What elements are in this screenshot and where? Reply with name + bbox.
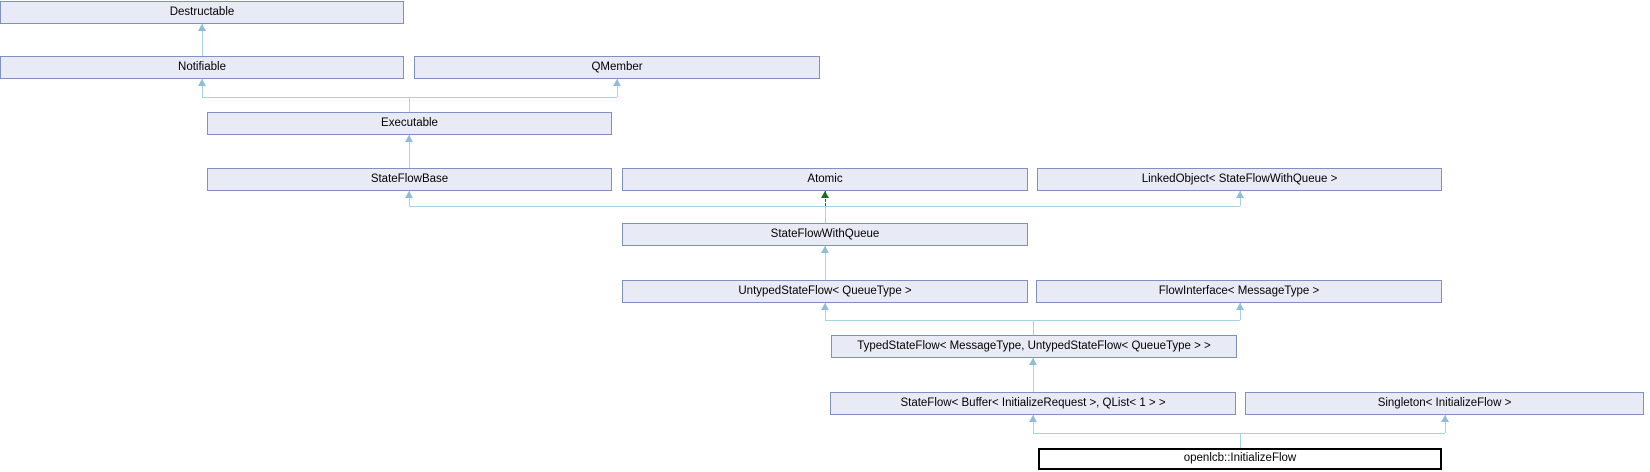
edge-segment	[1033, 320, 1034, 335]
inheritance-arrowhead	[1029, 358, 1037, 365]
edge-segment	[617, 79, 618, 97]
edge-segment	[409, 206, 825, 207]
class-node-flowinterface[interactable]: FlowInterface< MessageType >	[1036, 280, 1442, 303]
inheritance-arrowhead	[1029, 415, 1037, 422]
edge-segment	[1240, 433, 1445, 434]
class-node-openlcb-initializeflow: openlcb::InitializeFlow	[1038, 448, 1442, 470]
class-node-atomic[interactable]: Atomic	[622, 168, 1028, 191]
inheritance-arrowhead	[198, 79, 206, 86]
class-node-qmember[interactable]: QMember	[414, 56, 820, 79]
class-node-stateflowwithqueue[interactable]: StateFlowWithQueue	[622, 223, 1028, 246]
class-node-typedstateflow[interactable]: TypedStateFlow< MessageType, UntypedStat…	[831, 335, 1237, 358]
edge-segment	[825, 320, 1033, 321]
edge-segment	[409, 135, 410, 168]
edge-segment	[409, 97, 410, 112]
class-node-destructable[interactable]: Destructable	[0, 1, 404, 24]
inheritance-arrowhead	[821, 191, 829, 198]
edge-segment	[1240, 191, 1241, 206]
inheritance-arrowhead	[405, 135, 413, 142]
class-node-singleton[interactable]: Singleton< InitializeFlow >	[1245, 392, 1644, 415]
edge-segment	[202, 24, 203, 56]
inheritance-arrowhead	[821, 303, 829, 310]
edge-segment	[1033, 415, 1034, 433]
edge-segment	[1033, 358, 1034, 392]
inheritance-arrowhead	[613, 79, 621, 86]
inheritance-arrowhead	[821, 246, 829, 253]
edge-segment	[825, 206, 826, 223]
class-node-stateflow[interactable]: StateFlow< Buffer< InitializeRequest >, …	[830, 392, 1236, 415]
edge-segment	[825, 191, 826, 206]
inheritance-arrowhead	[405, 191, 413, 198]
edge-segment	[1033, 320, 1240, 321]
inheritance-arrowhead	[1236, 191, 1244, 198]
edge-segment	[825, 206, 1240, 207]
edge-segment	[202, 97, 409, 98]
class-node-linkedobject[interactable]: LinkedObject< StateFlowWithQueue >	[1037, 168, 1442, 191]
class-node-executable[interactable]: Executable	[207, 112, 612, 135]
class-node-stateflowbase[interactable]: StateFlowBase	[207, 168, 612, 191]
edge-segment	[825, 303, 826, 320]
edge-segment	[409, 97, 617, 98]
class-node-untypedstateflow[interactable]: UntypedStateFlow< QueueType >	[622, 280, 1028, 303]
class-node-notifiable[interactable]: Notifiable	[0, 56, 404, 79]
inheritance-arrowhead	[1441, 415, 1449, 422]
edge-segment	[825, 246, 826, 280]
inheritance-arrowhead	[1236, 303, 1244, 310]
inheritance-arrowhead	[198, 24, 206, 31]
edge-segment	[1033, 433, 1240, 434]
edge-segment	[1240, 303, 1241, 320]
edge-segment	[1445, 415, 1446, 433]
edge-segment	[1240, 433, 1241, 448]
edge-segment	[409, 191, 410, 206]
edge-segment	[202, 79, 203, 97]
